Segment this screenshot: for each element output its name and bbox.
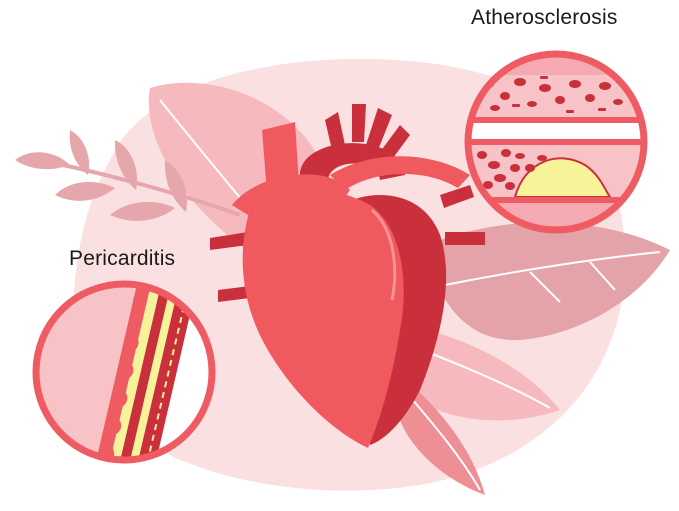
- vessel-wall: [460, 139, 660, 145]
- vessel-wall: [460, 45, 660, 75]
- branch-leaf: [15, 152, 70, 169]
- vessel-right: [445, 232, 485, 245]
- atherosclerosis-label: Atherosclerosis: [471, 6, 618, 30]
- atherosclerosis-magnifier: [460, 45, 660, 233]
- vessel-wall: [460, 117, 660, 123]
- pericarditis-label: Pericarditis: [69, 247, 175, 271]
- vessel-lumen: [460, 123, 660, 139]
- aorta-branch: [352, 104, 366, 142]
